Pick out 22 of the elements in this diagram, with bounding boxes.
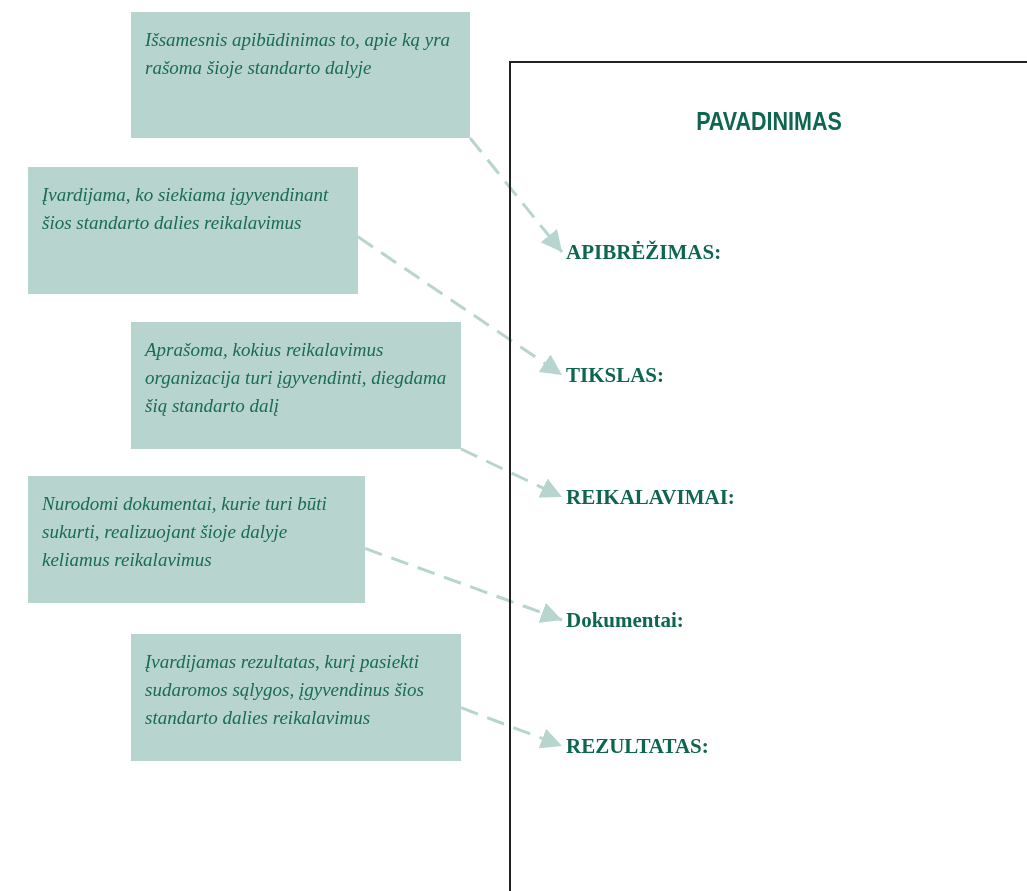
callout-text: Nurodomi dokumentai, kurie turi būti sukurti, realizuojant šioje dalyje keliamus reikalavimus <box>42 492 328 572</box>
callout-box <box>131 12 470 138</box>
dashed-arrow <box>460 706 563 749</box>
callout-text: Aprašoma, kokius reikalavimus organizacija turi įgyvendinti, diegdama šią standarto dalį <box>145 338 447 418</box>
callout-box <box>131 322 461 449</box>
callout-box <box>28 476 365 603</box>
section-heading: REZULTATAS: <box>566 733 709 759</box>
callout-box <box>131 634 461 761</box>
callout-text: Įvardijama, ko siekiama įgyvendinant šios standarto dalies reikalavimus <box>42 183 330 235</box>
section-heading: TIKSLAS: <box>566 362 665 388</box>
page-title: PAVADINIMAS <box>695 107 843 136</box>
callout-box <box>28 167 358 294</box>
dashed-arrow <box>468 137 564 253</box>
section-heading: REIKALAVIMAI: <box>566 484 735 510</box>
section-heading: Dokumentai: <box>566 607 684 633</box>
page-frame <box>509 61 1027 891</box>
dashed-arrow <box>460 447 563 499</box>
section-heading: APIBRĖŽIMAS: <box>566 239 722 265</box>
dashed-arrow <box>364 547 563 623</box>
dashed-arrow <box>357 235 563 377</box>
callout-text: Įvardijamas rezultatas, kurį pasiekti sudaromos sąlygos, įgyvendinus šios standarto dalies reikalavimus <box>145 650 426 730</box>
callout-text: Išsamesnis apibūdinimas to, apie ką yra rašoma šioje standarto dalyje <box>145 28 452 80</box>
